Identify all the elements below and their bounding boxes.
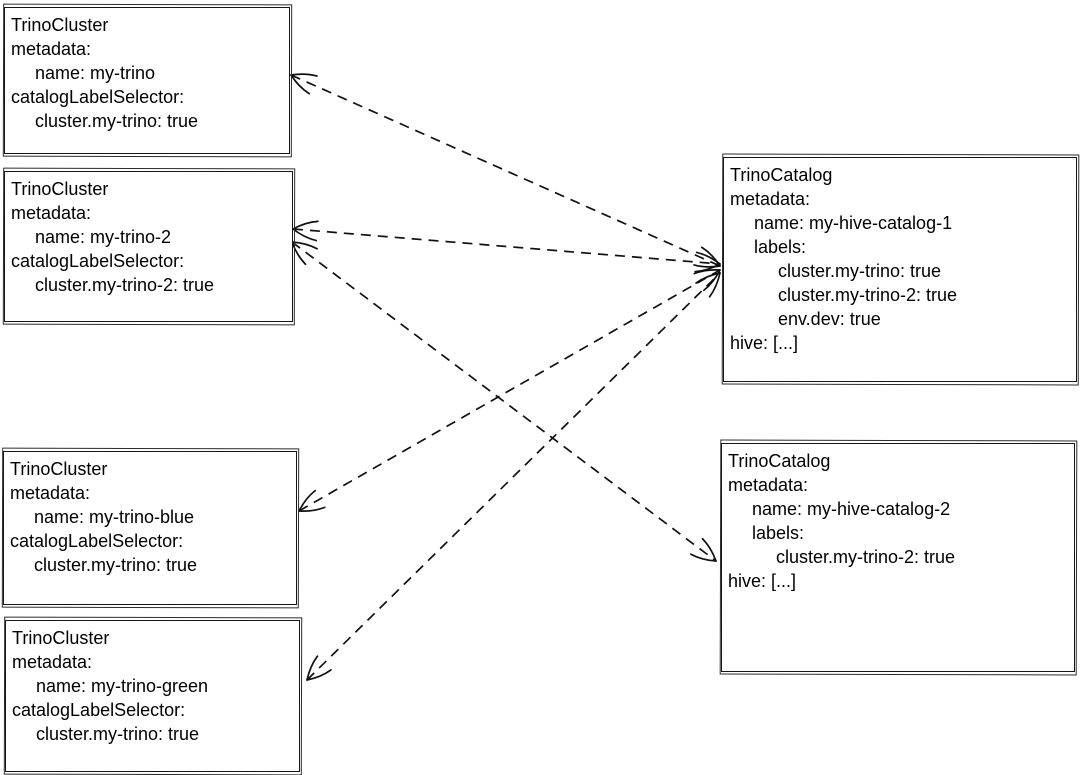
- box-cluster-my-trino: TrinoCluster metadata: name: my-trino catal…: [4, 7, 290, 154]
- yaml-line: metadata:: [728, 475, 809, 495]
- resource-kind-label: TrinoCluster: [11, 179, 109, 199]
- resource-kind-label: TrinoCluster: [10, 459, 108, 479]
- box-catalog-my-hive-catalog-2: TrinoCatalog metadata: name: my-hive-catal…: [721, 443, 1075, 672]
- yaml-line: cluster.my-trino: true: [36, 724, 200, 744]
- yaml-line: catalogLabelSelector:: [11, 87, 185, 107]
- yaml-line: name: my-trino-blue: [34, 507, 195, 527]
- yaml-line: name: my-hive-catalog-1: [754, 213, 953, 233]
- box-cluster-my-trino-blue: TrinoCluster metadata: name: my-trino-blue…: [3, 451, 297, 605]
- yaml-line: env.dev: true: [778, 309, 881, 329]
- arrow-cluster-my-trino-2-to-catalog-my-hive-catalog-1: [292, 220, 721, 273]
- yaml-line: cluster.my-trino-2: true: [776, 547, 956, 567]
- arrow-cluster-my-trino-green-to-catalog-my-hive-catalog-1: [306, 272, 721, 681]
- yaml-line: cluster.my-trino: true: [778, 261, 942, 281]
- yaml-line: hive: [...]: [728, 571, 797, 591]
- resource-kind-label: TrinoCluster: [11, 15, 109, 35]
- box-cluster-my-trino-2: TrinoCluster metadata: name: my-trino-2 cat…: [4, 171, 293, 322]
- yaml-line: metadata:: [11, 39, 92, 59]
- box-cluster-my-trino-green: TrinoCluster metadata: name: my-trino-gree…: [5, 620, 300, 772]
- yaml-line: hive: [...]: [730, 333, 799, 353]
- yaml-line: catalogLabelSelector:: [10, 531, 184, 551]
- resource-kind-label: TrinoCluster: [12, 628, 110, 648]
- resource-kind-label: TrinoCatalog: [730, 165, 833, 185]
- yaml-line: labels:: [754, 237, 807, 257]
- yaml-line: name: my-trino-2: [35, 227, 172, 247]
- arrow-cluster-my-trino-to-catalog-my-hive-catalog-1: [290, 73, 721, 268]
- box-catalog-my-hive-catalog-1: TrinoCatalog metadata: name: my-hive-catal…: [723, 157, 1077, 382]
- yaml-line: catalogLabelSelector:: [12, 700, 186, 720]
- yaml-line: cluster.my-trino-2: true: [35, 275, 215, 295]
- yaml-line: cluster.my-trino: true: [34, 555, 198, 575]
- yaml-line: cluster.my-trino-2: true: [778, 285, 958, 305]
- yaml-line: labels:: [752, 523, 805, 543]
- yaml-line: catalogLabelSelector:: [11, 251, 185, 271]
- arrow-cluster-my-trino-2-to-catalog-my-hive-catalog-2: [291, 241, 717, 562]
- yaml-line: metadata:: [11, 203, 92, 223]
- yaml-line: name: my-trino-green: [36, 676, 209, 696]
- yaml-line: name: my-trino: [35, 63, 156, 83]
- yaml-line: metadata:: [12, 652, 93, 672]
- arrow-cluster-my-trino-blue-to-catalog-my-hive-catalog-1: [298, 269, 721, 512]
- yaml-line: metadata:: [10, 483, 91, 503]
- resource-kind-label: TrinoCatalog: [728, 451, 831, 471]
- yaml-line: name: my-hive-catalog-2: [752, 499, 951, 519]
- yaml-line: cluster.my-trino: true: [35, 111, 199, 131]
- yaml-line: metadata:: [730, 189, 811, 209]
